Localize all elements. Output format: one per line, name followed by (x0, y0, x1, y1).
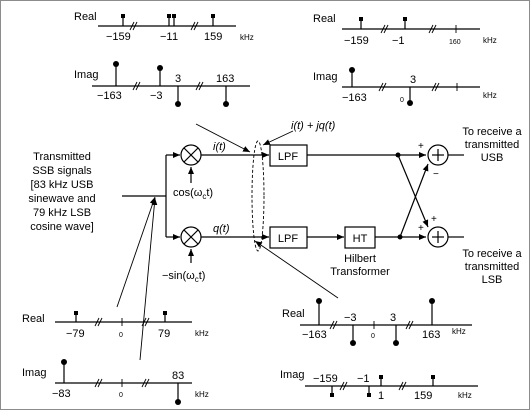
real-axis-label: Real (313, 13, 336, 25)
imag-axis-label: Imag (74, 69, 98, 81)
tick-label: 0 (119, 332, 123, 339)
tick-label: 1 (172, 31, 178, 43)
tick-label: −163 (302, 329, 327, 341)
tick-label: 1 (378, 390, 384, 402)
input-signal-label: Transmitted SSB signals [83 kHz USB sine… (28, 151, 95, 233)
unit-label: kHz (240, 33, 254, 42)
complex-signal-marker (251, 140, 265, 252)
tick-label: 159 (414, 390, 432, 402)
svg-text:[83 kHz USB: [83 kHz USB (31, 179, 94, 191)
out-lsb-label: To receive a (462, 248, 522, 260)
i-signal-label: i(t) (213, 141, 226, 153)
tick-label: −1 (392, 35, 405, 47)
tick-label: −83 (52, 388, 71, 400)
tick-label: −163 (342, 92, 367, 104)
lpf-i-label: LPF (278, 151, 298, 163)
tick-label: 0 (400, 97, 404, 104)
ht-label: HT (353, 233, 368, 245)
tick-label: 160 (449, 39, 461, 46)
spectrum-bottom-left: Real −79 0 79 kHz Imag −83 0 83 kHz (22, 311, 209, 405)
lo-q-label: −sin(ωct) (162, 270, 205, 284)
sign-plus: + (418, 223, 424, 234)
mixer-i (180, 144, 202, 166)
imag-axis-label: Imag (313, 71, 337, 83)
real-axis-label: Real (22, 313, 45, 325)
signal-path: cos(ωct) −sin(ωct) i(t) q(t) i(t) + jq(t… (122, 120, 523, 286)
tick-label: 159 (204, 31, 222, 43)
unit-label: kHz (195, 329, 209, 338)
unit-label: kHz (483, 36, 497, 45)
svg-text:sinewave and: sinewave and (28, 193, 95, 205)
summer-lsb (427, 226, 449, 248)
imag-axis-label: Imag (280, 369, 304, 381)
spectrum-bottom-right: Real −163 −3 0 3 163 kHz Imag −159 −1 1 … (280, 298, 478, 402)
unit-label: kHz (195, 390, 209, 399)
tick-label: 3 (390, 312, 396, 324)
out-usb-label: transmitted (465, 139, 519, 151)
tick-label: 79 (158, 328, 170, 340)
pointer-arrows (116, 123, 339, 361)
svg-text:79 kHz LSB: 79 kHz LSB (33, 207, 91, 219)
tick-label: −79 (66, 328, 85, 340)
unit-label: kHz (452, 327, 466, 336)
sign-plus: + (431, 214, 437, 225)
tick-label: −159 (106, 31, 131, 43)
tick-label: −1 (357, 373, 370, 385)
q-signal-label: q(t) (213, 223, 230, 235)
imag-axis-label: Imag (22, 367, 46, 379)
tick-label: 0 (119, 392, 123, 399)
out-usb-label: USB (481, 152, 504, 164)
tick-label: 3 (175, 73, 181, 85)
hilbert-label: Transformer (330, 266, 390, 278)
out-usb-label: To receive a (462, 126, 522, 138)
lpf-q-label: LPF (278, 233, 298, 245)
spectrum-top-left: Real −159 −1 1 159 kHz Imag −163 −3 3 16… (74, 11, 254, 107)
tick-label: −1 (160, 31, 173, 43)
real-axis-label: Real (282, 308, 305, 320)
tick-label: −3 (150, 90, 163, 102)
tick-label: −163 (97, 90, 122, 102)
spectrum-top-right: Real −159 −1 160 kHz Imag −163 3 0 kHz (313, 13, 497, 106)
svg-text:cosine wave]: cosine wave] (30, 221, 94, 233)
sign-plus: + (418, 141, 424, 152)
unit-label: kHz (483, 91, 497, 100)
tick-label: −159 (313, 373, 338, 385)
hilbert-label: Hilbert (344, 253, 376, 265)
svg-text:Transmitted: Transmitted (33, 151, 91, 163)
sign-minus: − (433, 169, 439, 180)
complex-signal-label: i(t) + jq(t) (291, 120, 336, 132)
lo-i-label: cos(ωct) (173, 187, 213, 201)
real-axis-label: Real (74, 11, 97, 23)
mixer-q (180, 226, 202, 248)
tick-label: −3 (344, 312, 357, 324)
tick-label: 3 (410, 74, 416, 86)
tick-label: 163 (216, 73, 234, 85)
unit-label: kHz (458, 391, 472, 400)
tick-label: −159 (344, 35, 369, 47)
out-lsb-label: LSB (482, 274, 503, 286)
tick-label: 0 (371, 333, 375, 340)
tick-label: 83 (172, 370, 184, 382)
tick-label: 163 (422, 329, 440, 341)
out-lsb-label: transmitted (465, 261, 519, 273)
svg-text:SSB signals: SSB signals (32, 165, 92, 177)
summer-usb (427, 144, 449, 166)
